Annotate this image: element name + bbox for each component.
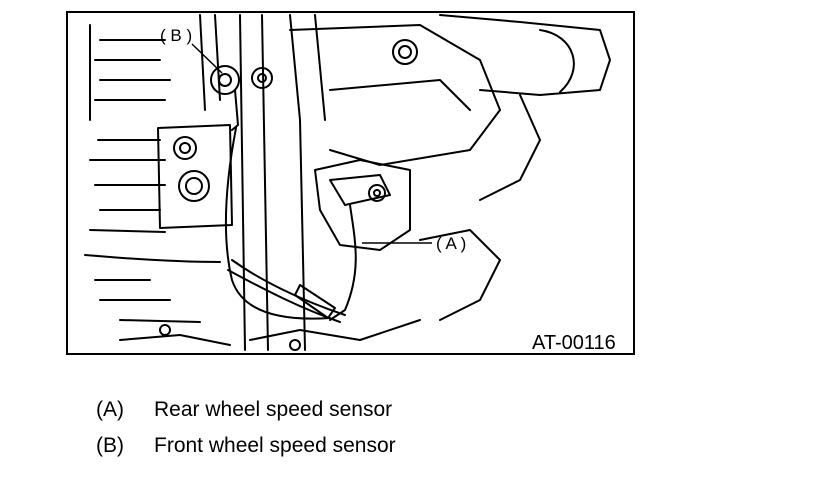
legend-text-a: Rear wheel speed sensor bbox=[154, 398, 393, 421]
callout-a: ( A ) bbox=[436, 234, 466, 253]
legend-text-b: Front wheel speed sensor bbox=[154, 434, 396, 457]
figure-id: AT-00116 bbox=[532, 332, 616, 354]
legend-key-a: (A) bbox=[96, 398, 124, 421]
legend-item-a: (A) Rear wheel speed sensor bbox=[96, 397, 392, 423]
transmission-housing-drawing bbox=[84, 14, 611, 351]
leader-line-b bbox=[191, 43, 223, 74]
legend-item-b: (B) Front wheel speed sensor bbox=[96, 433, 396, 459]
callout-b: ( B ) bbox=[160, 26, 192, 45]
figure-frame bbox=[66, 11, 635, 355]
legend-key-b: (B) bbox=[96, 434, 124, 457]
